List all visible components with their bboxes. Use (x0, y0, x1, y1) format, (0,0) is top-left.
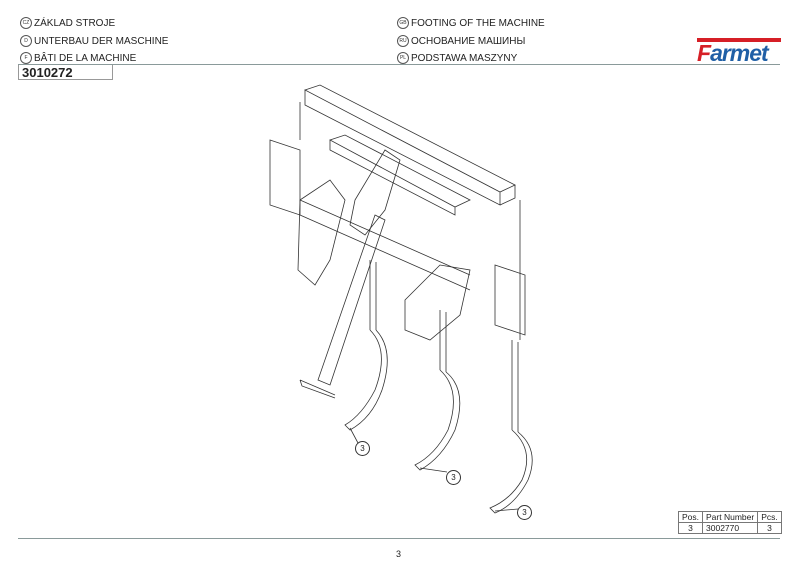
lang-d-icon: D (20, 35, 32, 47)
logo-bar (697, 38, 781, 42)
assembly-number: 3010272 (18, 65, 113, 80)
header-part-number: Part Number (702, 511, 759, 523)
title-text: FOOTING OF THE MACHINE (411, 17, 545, 29)
callout-pos-3: 3 (355, 441, 370, 456)
callout-pos-3: 3 (517, 505, 532, 520)
header-pcs: Pcs. (757, 511, 782, 523)
lang-gb-icon: GB (397, 17, 409, 29)
lang-cz-icon: CZ (20, 17, 32, 29)
title-text: BÂTI DE LA MACHINE (34, 52, 137, 64)
cell-part-number: 3002770 (702, 522, 759, 534)
farmet-logo: Farmet (697, 38, 781, 66)
logo-text: Farmet (697, 40, 769, 67)
header-pos: Pos. (677, 511, 704, 523)
callout-pos-3: 3 (446, 470, 461, 485)
lang-ru-icon: RU (397, 35, 409, 47)
logo-letter: F (697, 40, 711, 66)
title-text: ZÁKLAD STROJE (34, 17, 116, 29)
table-row: 3 3002770 3 (677, 522, 782, 534)
cell-pcs: 3 (757, 522, 782, 534)
cell-pos: 3 (677, 522, 704, 534)
header-divider (18, 64, 780, 65)
footer-divider (18, 538, 780, 539)
lang-pl-icon: PL (397, 52, 409, 64)
table-header-row: Pos. Part Number Pcs. (677, 511, 782, 523)
title-text: ОСНОВАНИЕ МАШИНЫ (411, 35, 526, 47)
title-text: UNTERBAU DER MASCHINE (34, 35, 169, 47)
title-text: PODSTAWA MASZYNY (411, 52, 518, 64)
parts-table: Pos. Part Number Pcs. 3 3002770 3 (677, 511, 782, 534)
lang-f-icon: F (20, 52, 32, 64)
page-number: 3 (396, 549, 402, 559)
logo-rest: armet (710, 40, 769, 66)
